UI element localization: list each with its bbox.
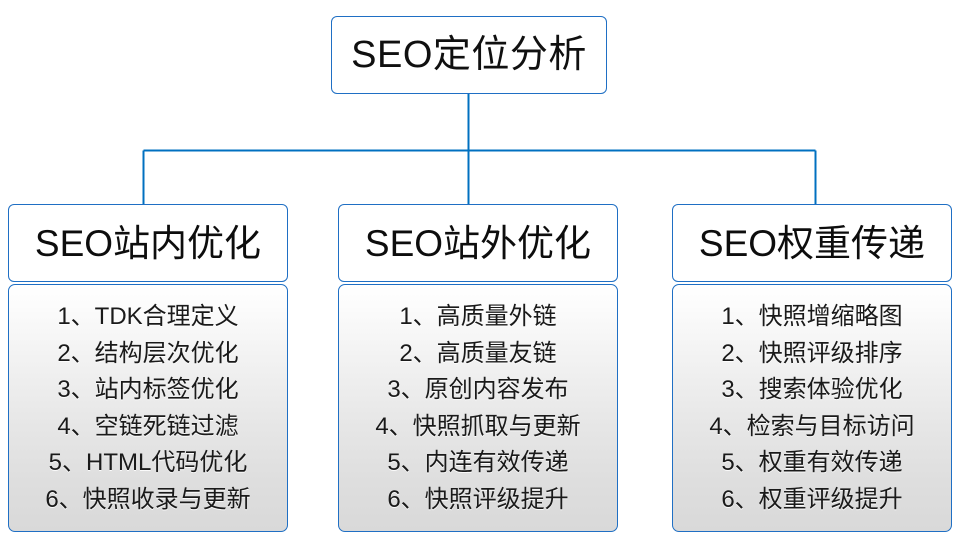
branch-seo-weight: SEO权重传递 1、快照增缩略图 2、快照评级排序 3、搜索体验优化 4、检索与… (672, 204, 952, 532)
branch-item-list: 1、快照增缩略图 2、快照评级排序 3、搜索体验优化 4、检索与目标访问 5、权… (673, 299, 951, 518)
list-item: 4、快照抓取与更新 (375, 412, 581, 440)
branch-header-label: SEO站内优化 (34, 222, 262, 264)
list-item: 6、快照收录与更新 (45, 485, 251, 513)
list-item: 4、空链死链过滤 (57, 412, 239, 440)
branch-seo-offsite: SEO站外优化 1、高质量外链 2、高质量友链 3、原创内容发布 4、快照抓取与… (338, 204, 618, 532)
list-item: 1、高质量外链 (399, 303, 557, 330)
branch-header-seo-onsite[interactable]: SEO站内优化 (8, 204, 288, 282)
list-item: 3、原创内容发布 (387, 376, 569, 403)
list-item: 4、检索与目标访问 (709, 412, 915, 440)
branch-seo-onsite: SEO站内优化 1、TDK合理定义 2、结构层次优化 3、站内标签优化 4、空链… (8, 204, 288, 532)
list-item: 2、结构层次优化 (57, 339, 239, 367)
branch-body-seo-offsite: 1、高质量外链 2、高质量友链 3、原创内容发布 4、快照抓取与更新 5、内连有… (338, 284, 618, 532)
list-item: 1、TDK合理定义 (57, 303, 239, 330)
list-item: 3、站内标签优化 (57, 376, 239, 403)
root-node-label: SEO定位分析 (351, 34, 587, 76)
list-item: 6、权重评级提升 (721, 485, 903, 513)
branch-body-seo-onsite: 1、TDK合理定义 2、结构层次优化 3、站内标签优化 4、空链死链过滤 5、H… (8, 284, 288, 532)
branch-header-seo-weight[interactable]: SEO权重传递 (672, 204, 952, 282)
list-item: 5、内连有效传递 (387, 449, 569, 476)
branch-item-list: 1、TDK合理定义 2、结构层次优化 3、站内标签优化 4、空链死链过滤 5、H… (9, 299, 287, 518)
root-node[interactable]: SEO定位分析 (331, 16, 607, 94)
list-item: 3、搜索体验优化 (721, 376, 903, 403)
list-item: 2、快照评级排序 (721, 339, 903, 367)
list-item: 5、权重有效传递 (721, 449, 903, 476)
branch-header-label: SEO权重传递 (698, 222, 926, 264)
branch-header-label: SEO站外优化 (364, 222, 592, 264)
list-item: 2、高质量友链 (399, 339, 557, 367)
branch-body-seo-weight: 1、快照增缩略图 2、快照评级排序 3、搜索体验优化 4、检索与目标访问 5、权… (672, 284, 952, 532)
branch-header-seo-offsite[interactable]: SEO站外优化 (338, 204, 618, 282)
branch-item-list: 1、高质量外链 2、高质量友链 3、原创内容发布 4、快照抓取与更新 5、内连有… (339, 299, 617, 518)
list-item: 5、HTML代码优化 (48, 449, 248, 476)
list-item: 1、快照增缩略图 (721, 303, 903, 330)
list-item: 6、快照评级提升 (387, 485, 569, 513)
